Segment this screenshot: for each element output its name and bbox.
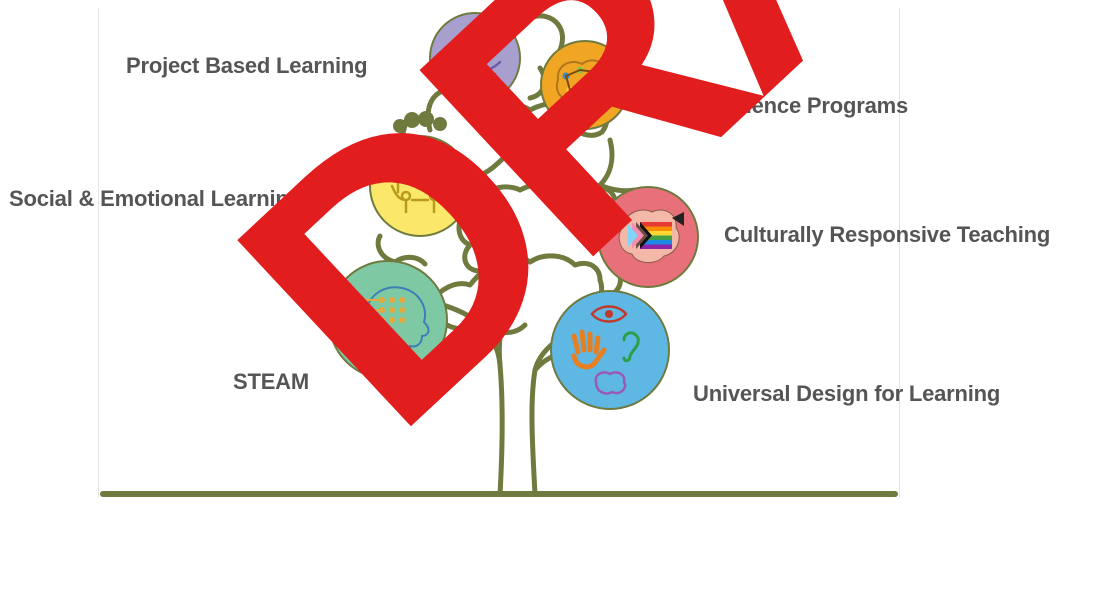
progress-pride-flag-icon (618, 209, 684, 263)
hand-sprout-icon (448, 35, 502, 82)
label-low-incidence-programs: Low Incidence Programs (652, 93, 909, 118)
steam-node (328, 260, 448, 380)
label-universal-design-for-learning: Universal Design for Learning (693, 381, 1001, 406)
senses-icon (571, 305, 640, 395)
label-project-based-learning: Project Based Learning (126, 53, 368, 78)
project-based-learning-node (429, 12, 521, 104)
diagram-frame (98, 8, 900, 498)
brain-network-icon (556, 59, 614, 107)
label-social-emotional-learning: Social & Emotional Learning (9, 186, 302, 211)
culturally-responsive-teaching-node (597, 186, 699, 288)
social-emotional-learning-node (369, 135, 471, 237)
people-circle-icon (390, 156, 450, 214)
label-steam: STEAM (233, 369, 310, 394)
label-culturally-responsive-teaching: Culturally Responsive Teaching (724, 222, 1051, 247)
head-circuit-icon (349, 286, 430, 359)
low-incidence-programs-node (540, 40, 630, 130)
tree-leaf-cluster (393, 111, 447, 133)
universal-design-for-learning-node (550, 290, 670, 410)
